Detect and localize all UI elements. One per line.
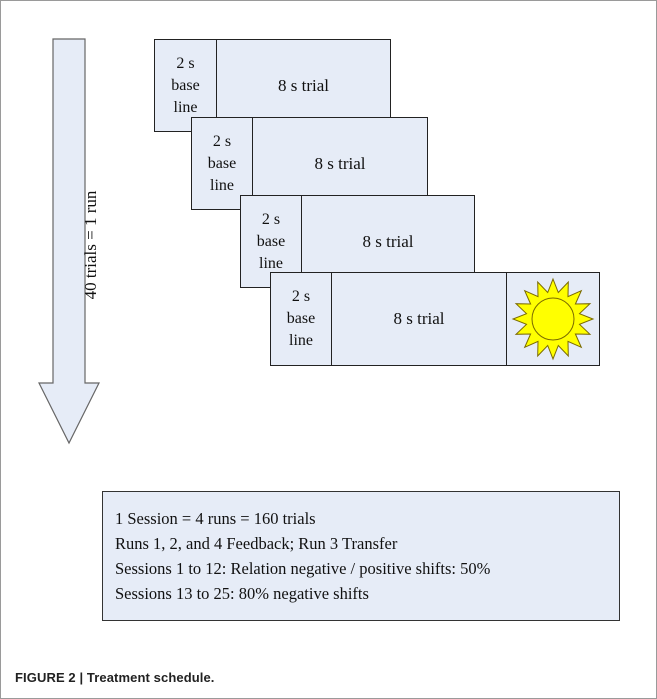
info-line: 1 Session = 4 runs = 160 trials — [115, 509, 316, 528]
trial-label: 8 s trial — [278, 75, 329, 95]
trial-label: 8 s trial — [314, 153, 366, 173]
baseline-box: 2 s base line — [154, 39, 217, 132]
info-line: Runs 1, 2, and 4 Feedback; Run 3 Transfe… — [115, 534, 398, 553]
session-info-box: 1 Session = 4 runs = 160 trials Runs 1, … — [102, 491, 620, 621]
trial-label: 8 s trial — [362, 231, 414, 251]
baseline-word: base — [286, 310, 316, 327]
baseline-duration: 2 s — [261, 210, 281, 228]
baseline-duration: 2 s — [291, 288, 311, 305]
trial-label: 8 s trial — [393, 309, 445, 328]
feedback-box — [506, 272, 600, 366]
figure-caption: FIGURE 2 | Treatment schedule. — [15, 670, 215, 685]
baseline-duration: 2 s — [212, 132, 232, 150]
baseline-word: base — [207, 154, 237, 172]
baseline-duration: 2 s — [176, 54, 195, 72]
baseline-word: base — [256, 232, 286, 250]
baseline-word: line — [210, 176, 234, 194]
baseline-word: line — [173, 98, 198, 116]
baseline-box: 2 s base line — [270, 272, 332, 366]
trial-box: 8 s trial — [252, 117, 428, 210]
down-arrow-icon — [38, 38, 100, 445]
baseline-word: line — [289, 332, 313, 349]
trial-box: 8 s trial — [331, 272, 507, 366]
baseline-word: line — [259, 254, 283, 272]
info-line: Sessions 1 to 12: Relation negative / po… — [115, 559, 491, 578]
sun-disc — [531, 297, 575, 341]
info-line: Sessions 13 to 25: 80% negative shifts — [115, 584, 369, 603]
trial-box: 8 s trial — [216, 39, 391, 132]
baseline-word: base — [171, 76, 200, 94]
baseline-box: 2 s base line — [191, 117, 253, 210]
sun-icon — [511, 277, 595, 361]
